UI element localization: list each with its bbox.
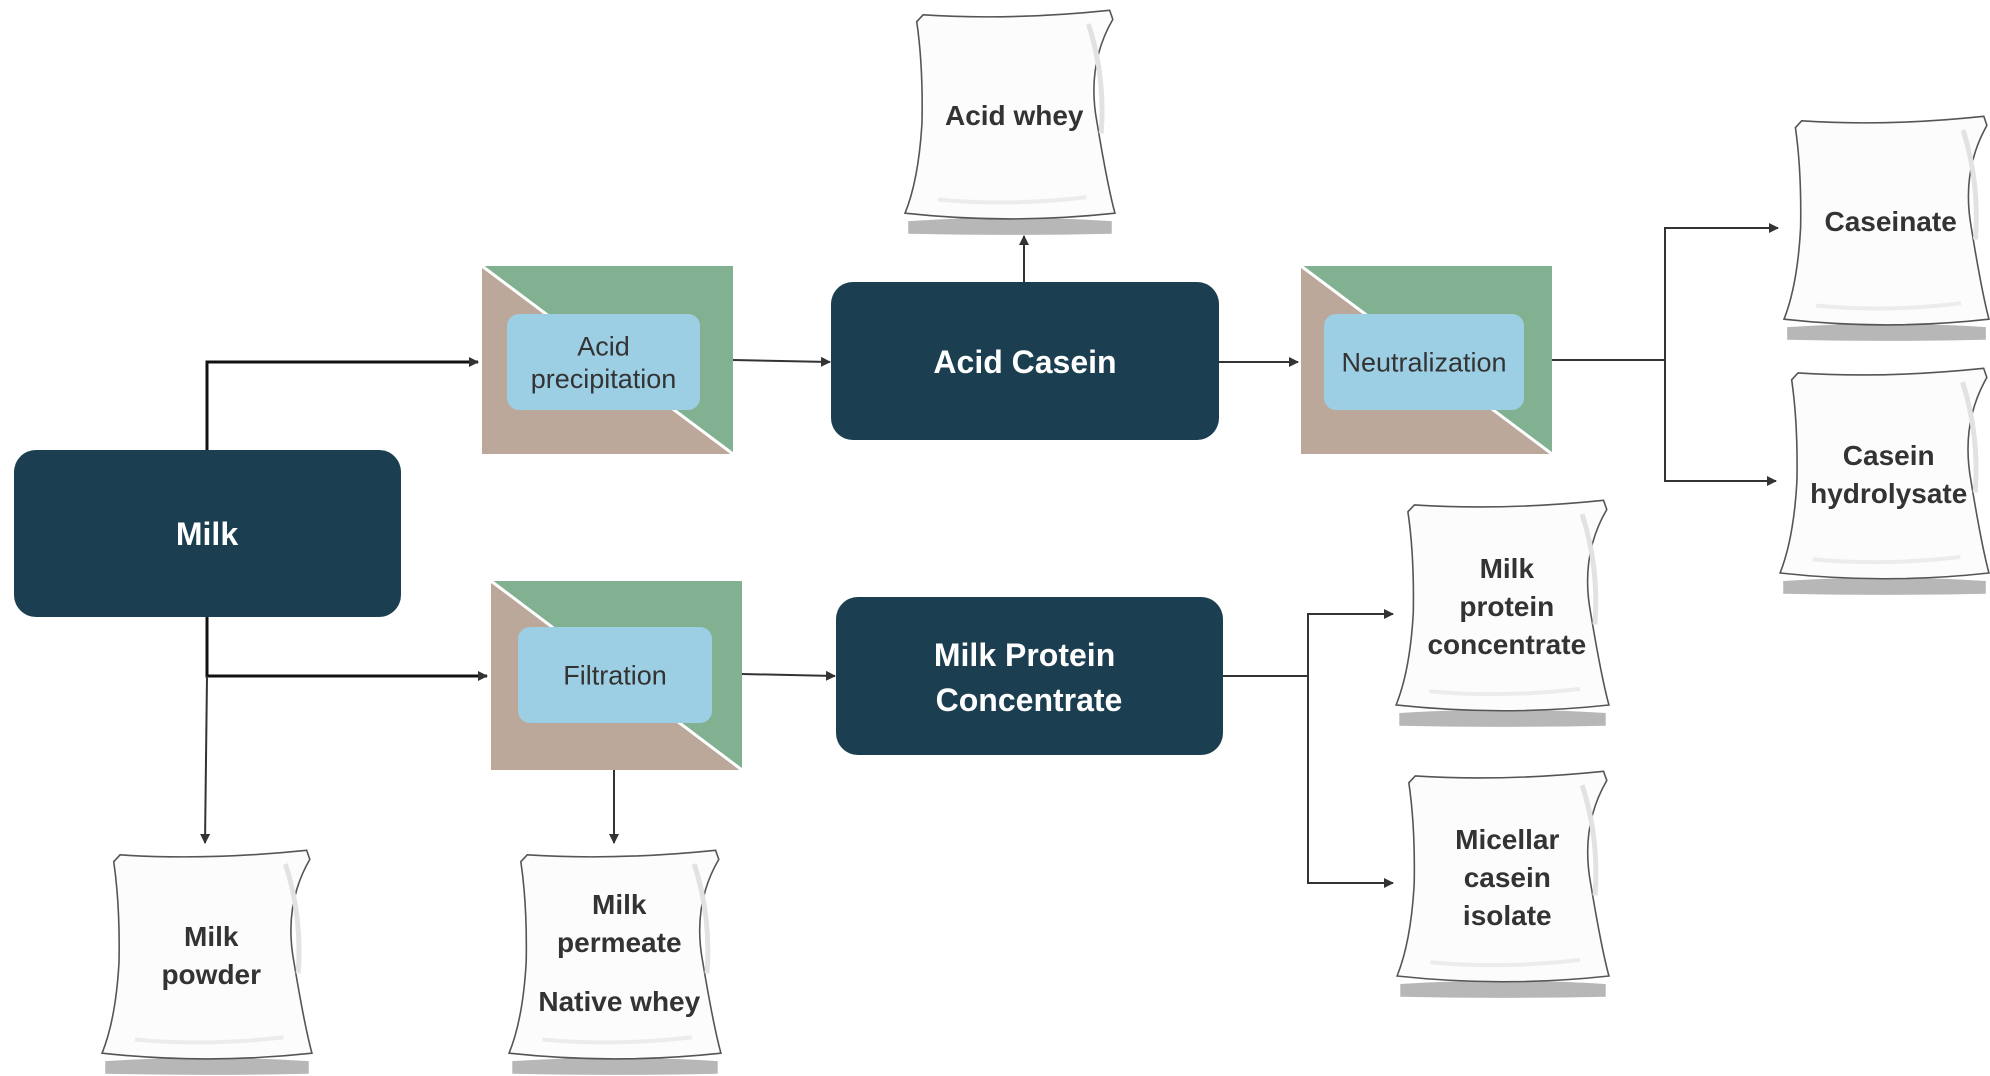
- product-milk-permeate-label: Milk permeate: [557, 889, 682, 958]
- connector-filtration-to-mpc: [741, 670, 836, 681]
- product-acid-whey[interactable]: Acid whey: [903, 9, 1116, 235]
- node-mpc-label-line-1: Milk Protein: [934, 637, 1115, 673]
- product-milk-protein-concentrate-label: Milk protein concentrate: [1427, 553, 1586, 660]
- product-milk-powder[interactable]: Milk powder: [100, 849, 313, 1075]
- product-native-whey-label: Native whey: [538, 986, 700, 1017]
- product-milk-protein-concentrate-label-line-2: protein: [1459, 591, 1554, 622]
- connector-to-casein-hydrolysate: [1664, 360, 1777, 486]
- product-casein-hydrolysate[interactable]: Casein hydrolysate: [1778, 367, 1990, 595]
- product-milk-permeate-label-line-2: permeate: [557, 927, 682, 958]
- product-casein-hydrolysate-label-line-2: hydrolysate: [1810, 478, 1967, 509]
- process-filtration-label-line-1: Filtration: [563, 661, 667, 691]
- product-micellar-casein-isolate[interactable]: Micellar casein isolate: [1395, 770, 1610, 998]
- product-caseinate-label: Caseinate: [1824, 206, 1956, 237]
- process-neutralization[interactable]: Neutralization: [1300, 264, 1553, 456]
- product-milk-protein-concentrate-label-line-1: Milk: [1480, 553, 1535, 584]
- process-filtration[interactable]: Filtration: [490, 579, 743, 772]
- connector-milk-to-filtration: [205, 617, 488, 681]
- product-micellar-casein-isolate-label-line-3: isolate: [1463, 900, 1552, 931]
- node-milk[interactable]: Milk: [14, 450, 401, 617]
- product-acid-whey-label: Acid whey: [945, 100, 1084, 131]
- node-mpc-label-line-2: Concentrate: [936, 682, 1123, 718]
- connector-milk-to-milk-powder: [200, 675, 211, 844]
- node-milk-label: Milk: [176, 516, 238, 552]
- product-caseinate[interactable]: Caseinate: [1782, 115, 1990, 341]
- process-filtration-label: Filtration: [563, 661, 667, 691]
- connectors: [200, 223, 1779, 888]
- process-acid-precipitation-label-line-2: precipitation: [531, 364, 677, 394]
- connector-milk-to-acid-precipitation: [205, 357, 479, 450]
- product-casein-hydrolysate-label-line-1: Casein: [1843, 440, 1935, 471]
- product-acid-whey-label-line-1: Acid whey: [945, 100, 1084, 131]
- product-micellar-casein-isolate-label-line-2: casein: [1464, 862, 1551, 893]
- product-casein-hydrolysate-label: Casein hydrolysate: [1810, 440, 1967, 509]
- connector-to-caseinate: [1664, 223, 1779, 360]
- connector-to-micellar-casein-isolate: [1307, 676, 1394, 888]
- node-acid-casein-label: Acid Casein: [933, 344, 1116, 380]
- product-micellar-casein-isolate-label: Micellar casein isolate: [1455, 824, 1559, 931]
- process-neutralization-label: Neutralization: [1341, 348, 1506, 378]
- product-milk-protein-concentrate-label-line-3: concentrate: [1427, 629, 1586, 660]
- product-milk-powder-label-line-1: Milk: [184, 921, 239, 952]
- product-milk-powder-label-line-2: powder: [161, 959, 261, 990]
- node-mpc-label: Milk Protein Concentrate: [934, 637, 1124, 718]
- connector-to-mpc-product: [1307, 609, 1394, 676]
- product-caseinate-label-line-1: Caseinate: [1824, 206, 1956, 237]
- product-milk-protein-concentrate[interactable]: Milk protein concentrate: [1394, 499, 1610, 727]
- process-neutralization-label-line-1: Neutralization: [1341, 348, 1506, 378]
- node-milk-protein-concentrate[interactable]: Milk Protein Concentrate: [836, 597, 1223, 755]
- product-milk-permeate-label-line-1: Milk: [592, 889, 647, 920]
- node-acid-casein[interactable]: Acid Casein: [831, 282, 1219, 440]
- connector-acid-precipitation-to-acid-casein: [732, 356, 831, 367]
- process-acid-precipitation-label-line-1: Acid: [577, 332, 630, 362]
- product-milk-powder-label: Milk powder: [161, 921, 261, 990]
- product-micellar-casein-isolate-label-line-1: Micellar: [1455, 824, 1559, 855]
